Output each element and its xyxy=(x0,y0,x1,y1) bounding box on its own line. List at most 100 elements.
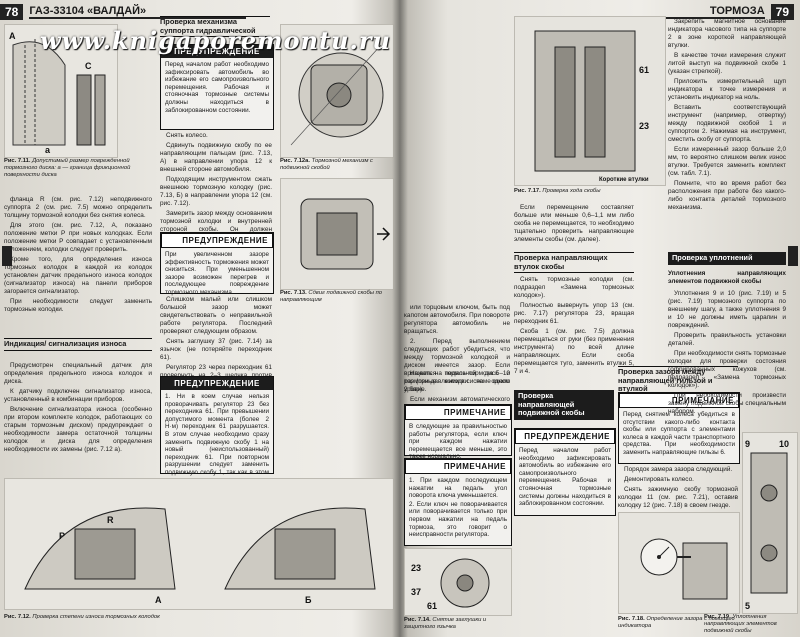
fig-7-19-caption: Рис. 7.19. Уплотнения направляющих элеме… xyxy=(704,614,796,635)
warning-header: ПРЕДУПРЕЖДЕНИЕ xyxy=(515,429,615,444)
fig-7-19-caption-num: Рис. 7.19. xyxy=(704,614,731,620)
fig-7-12-label-b: Б xyxy=(305,595,312,605)
paragraph: В качестве точки измерения служит литой … xyxy=(668,52,786,75)
fig-7-19-label-9: 9 xyxy=(745,439,750,449)
caliper-slide-drawing xyxy=(281,179,393,289)
fig-7-12a-caption-num: Рис. 7.12а. xyxy=(280,158,310,164)
paragraph: Для этого (см. рис. 7.12, А, показано по… xyxy=(4,222,152,253)
fig-7-14-caption: Рис. 7.14. Снятие заглушки и защитного я… xyxy=(404,617,510,631)
right-colC-text: Закрепить магнитное основание индикатора… xyxy=(668,18,786,214)
paragraph: Подходящим инструментом сжать внешнюю то… xyxy=(160,176,272,207)
seals-subtitle: Уплотнения направляющих элементов подвиж… xyxy=(668,270,786,285)
check-mechanism-title: Проверка механизма суппорта гидравлическ… xyxy=(160,16,270,37)
left-thumb-tab xyxy=(2,246,12,266)
fig-7-17-caption: Рис. 7.17. Проверка хода скобы xyxy=(514,188,664,195)
warning-header: ПРЕДУПРЕЖДЕНИЕ xyxy=(161,377,273,390)
fig-7-14-label-37: 37 xyxy=(411,587,421,597)
fig-7-17-label-61: 61 xyxy=(639,65,649,75)
figure-7-12: А Б P R xyxy=(4,478,394,610)
paragraph: или торцовым ключом, быть под капотом ав… xyxy=(404,304,510,335)
fig-7-11-caption-num: Рис. 7.11. xyxy=(4,158,31,164)
warning-box-right: ПРЕДУПРЕЖДЕНИЕ Перед началом работ необх… xyxy=(514,428,616,516)
paragraph: Помните, что во время работ без располож… xyxy=(668,180,786,211)
right-page-number: 79 xyxy=(770,4,794,20)
figure-7-19: 9 10 5 xyxy=(742,432,798,614)
paragraph: Предусмотрен специальный датчик для опре… xyxy=(4,362,152,385)
paragraph: При необходимости произвести замену подв… xyxy=(668,392,786,415)
paragraph: 2. Перед выполнением следующих работ убе… xyxy=(404,338,510,393)
fig-7-12-caption: Рис. 7.12. Проверка степени износа тормо… xyxy=(4,614,392,621)
warning-body: При увеличенном зазоре эффективность тор… xyxy=(165,251,269,296)
fig-7-17-label-short-sleeves: Короткие втулки xyxy=(599,177,649,183)
fig-7-12-label-a: А xyxy=(155,595,162,605)
paragraph: Снять заглушку 37 (рис. 7.14) за язычок … xyxy=(160,338,272,361)
note-body: 1. При каждом последующем нажатии на пед… xyxy=(405,474,511,543)
fig-7-11-caption: Рис. 7.11. Допустимый размер поврежденно… xyxy=(4,158,152,179)
warning-body: Перед началом работ необходимо зафиксиро… xyxy=(165,61,269,114)
note-body: В следующие за правильностью работы регу… xyxy=(409,423,507,461)
fig-7-17-caption-text: Проверка хода скобы xyxy=(542,188,601,194)
fig-7-13-caption-num: Рис. 7.13. xyxy=(280,290,307,296)
warning-box-3: ПРЕДУПРЕЖДЕНИЕ 1. Ни в коем случае нельз… xyxy=(160,376,274,491)
note-box-3: ПРИМЕЧАНИЕ Перед снятием колеса убедитьс… xyxy=(618,392,740,464)
fig-7-14-caption-num: Рис. 7.14. xyxy=(404,617,431,623)
right-colB-text-c: Порядок замера зазора следующий. Демонти… xyxy=(618,466,738,512)
right-colB-text: Если перемещение составляет больше или м… xyxy=(514,204,634,246)
note-item: 2. Если ключ не поворачивается или повор… xyxy=(409,500,507,539)
note-item: 1. При каждом последующем нажатии на пед… xyxy=(409,477,507,500)
fig-7-13-caption-text: Сдвиг подвижной скобы по направляющим xyxy=(280,290,383,303)
left-page: 78 ГАЗ-33104 «ВАЛДАЙ» A C а Рис. 7.11. Д… xyxy=(0,0,396,637)
figure-7-14: 23 37 61 xyxy=(404,548,512,616)
paragraph: Полностью вывернуть упор 13 (см. рис. 7.… xyxy=(514,302,634,325)
fig-7-12-label-r: R xyxy=(107,515,114,525)
right-thumb-tab xyxy=(788,246,798,266)
fig-7-14-caption-text: Снятие заглушки и защитного язычка xyxy=(404,617,487,630)
right-colC-text-b: Уплотнения 9 и 10 (рис. 7.19) и 5 (рис. … xyxy=(668,290,786,418)
right-colB-text-b: Снять тормозные колодки (см. подраздел «… xyxy=(514,276,634,378)
fig-7-19-caption-text: Уплотнения направляющих элементов подвиж… xyxy=(704,614,777,634)
fig-7-19-label-5: 5 xyxy=(745,601,750,611)
left-page-number: 78 xyxy=(0,4,24,20)
left-col1-text: фланца R (см. рис. 7.12) неподвижного су… xyxy=(4,196,152,316)
note-body: Перед снятием колеса убедиться в отсутст… xyxy=(623,411,735,456)
figure-7-11: A C а xyxy=(4,24,118,158)
paragraph: Снять колесо. xyxy=(166,132,208,139)
fig-7-12-label-p: P xyxy=(59,531,65,541)
indication-section-title: Индикация/ сигнализация износа xyxy=(4,338,152,351)
fig-7-18-caption-text: Определение зазора с помощью индикатора xyxy=(618,616,735,629)
figure-7-17: 61 23 Короткие втулки xyxy=(514,16,666,186)
paragraph: Порядок замера зазора следующий. xyxy=(624,466,733,473)
left-col1-text-b: Предусмотрен специальный датчик для опре… xyxy=(4,362,152,456)
paragraph: Приложить измерительный щуп индикатора к… xyxy=(668,78,786,101)
fig-7-14-label-23: 23 xyxy=(411,563,421,573)
note-header: ПРИМЕЧАНИЕ xyxy=(405,459,511,474)
paragraph: Уплотнения 9 и 10 (рис. 7.19) и 5 (рис. … xyxy=(668,290,786,329)
paragraph: Снять зажимную скобу тормозной колодки 1… xyxy=(618,486,738,509)
paragraph: Сдвинуть подвижную скобу по ее направляю… xyxy=(160,142,272,173)
paragraph: К датчику подключен сигнализатор износа,… xyxy=(4,388,152,403)
figure-7-18 xyxy=(618,512,740,614)
book-title: ГАЗ-33104 «ВАЛДАЙ» xyxy=(29,5,247,19)
figure-7-13 xyxy=(280,178,394,290)
paragraph: Включение сигнализатора износа (особенно… xyxy=(4,406,152,453)
dial-indicator-drawing xyxy=(619,513,739,613)
right-page-header: ТОРМОЗА 79 xyxy=(589,4,794,20)
paragraph: фланца R (см. рис. 7.12) неподвижного су… xyxy=(4,196,152,219)
right-colA-text: или торцовым ключом, быть под капотом ав… xyxy=(404,304,510,396)
caliper-travel-drawing: 61 23 Короткие втулки xyxy=(515,17,665,185)
paragraph: При необходимости следует заменить тормо… xyxy=(4,298,152,313)
guides-section-title: Проверка направляющих втулок скобы xyxy=(514,252,634,273)
fig-7-17-caption-num: Рис. 7.17. xyxy=(514,188,541,194)
guide-seals-drawing: 9 10 5 xyxy=(743,433,797,613)
section-tag: ТОРМОЗА xyxy=(589,5,765,19)
note-box-2: ПРИМЕЧАНИЕ 1. При каждом последующем наж… xyxy=(404,458,512,546)
fig-7-11-label-a: A xyxy=(9,31,16,41)
fig-7-17-label-23: 23 xyxy=(639,121,649,131)
fig-7-19-label-10: 10 xyxy=(779,439,789,449)
warning-body: Перед началом работ необходимо зафиксиро… xyxy=(519,447,611,508)
paragraph: Кроме того, для определения износа тормо… xyxy=(4,256,152,295)
brake-caliper-drawing xyxy=(281,25,393,157)
warning-box-2: ПРЕДУПРЕЖДЕНИЕ При увеличенном зазоре эф… xyxy=(160,232,274,296)
paragraph: Если перемещение составляет больше или м… xyxy=(514,204,634,243)
